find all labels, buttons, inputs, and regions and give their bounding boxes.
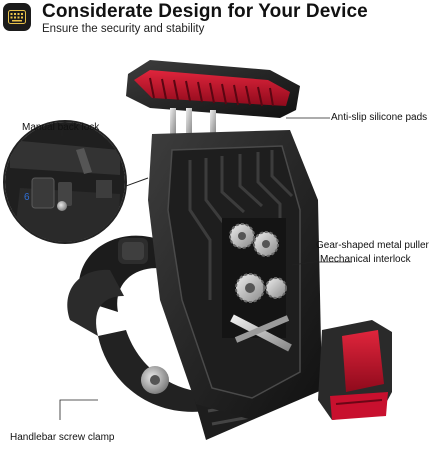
- callout-screw-clamp: Handlebar screw clamp: [10, 432, 115, 443]
- brand-logo: [3, 3, 31, 31]
- page-title: Considerate Design for Your Device: [42, 1, 368, 22]
- back-lock-zoom: 6: [3, 120, 149, 244]
- page-subtitle: Ensure the security and stability: [42, 23, 205, 35]
- callout-gear-puller: Gear-shaped metal puller: [316, 240, 429, 251]
- callout-lines: [59, 117, 352, 420]
- cradle-body: [148, 130, 322, 420]
- svg-text:6: 6: [24, 192, 30, 203]
- callout-mechanical-interlock: Mechanical interlock: [320, 254, 411, 265]
- header: Considerate Design for Your Device Ensur…: [0, 0, 433, 40]
- side-clamp: [318, 320, 392, 420]
- top-clamp: [126, 60, 300, 134]
- callout-silicone-pads: Anti-slip silicone pads: [331, 112, 428, 123]
- callout-back-lock: Manual back lock: [22, 122, 100, 133]
- keyboard-grid-icon: [8, 10, 26, 24]
- gear-mechanism: [229, 223, 292, 352]
